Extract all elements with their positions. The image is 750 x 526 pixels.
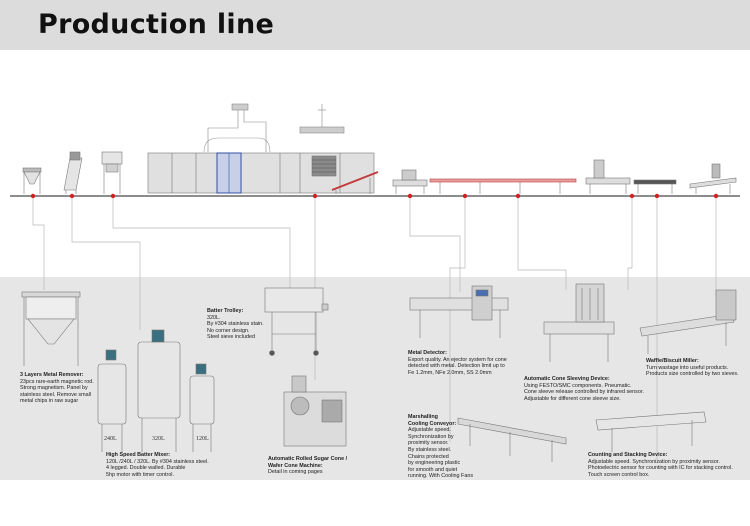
mixer-machine bbox=[63, 151, 83, 194]
tank-label-120l: 120L bbox=[196, 436, 209, 442]
cooling-conveyor-illustration bbox=[457, 417, 567, 462]
mixer-tanks-illustration bbox=[97, 329, 215, 452]
sleeving-device-illustration bbox=[543, 283, 615, 362]
station-markers bbox=[30, 193, 719, 199]
caption-metal-detector: Metal Detector: Export quality. An eject… bbox=[408, 350, 507, 376]
metal-detector-illustration bbox=[409, 285, 509, 338]
connector-metal-remover bbox=[32, 196, 45, 290]
connector-sleeving-device bbox=[517, 196, 567, 290]
connector-cooling-conveyor bbox=[449, 196, 466, 442]
floor-line bbox=[10, 195, 740, 197]
cone-machine-body bbox=[147, 152, 375, 194]
tank-label-320l: 320L bbox=[152, 436, 165, 442]
connector-waffle-miller bbox=[627, 196, 633, 290]
header-bar: Production line bbox=[0, 0, 750, 50]
waffle-miller-machine bbox=[689, 163, 737, 194]
caption-batter-trolley: Batter Trolley: 320L.By #304 stainless s… bbox=[207, 308, 264, 341]
connector-metal-detector bbox=[409, 196, 461, 292]
cooling-conveyor-machine bbox=[429, 178, 577, 194]
metal-remover-illustration bbox=[21, 291, 81, 366]
caption-cooling-conveyor: Marshalling Cooling Conveyor: Adjustable… bbox=[408, 414, 474, 480]
caption-cone-machine: Automatic Rolled Sugar Cone / Wafer Cone… bbox=[268, 456, 348, 476]
batter-tank-machine bbox=[101, 151, 123, 194]
batter-trolley-illustration bbox=[264, 287, 329, 356]
caption-waffle-miller: Waffle/Biscuit Miller: Turn wastage into… bbox=[646, 358, 739, 378]
sleeving-machine bbox=[585, 159, 631, 194]
connector-batter-mixer bbox=[71, 196, 141, 330]
production-line bbox=[10, 103, 740, 197]
caption-counting-device: Counting and Stacking Device: Adjustable… bbox=[588, 452, 733, 478]
page-title: Production line bbox=[38, 9, 275, 40]
metal-detector-machine bbox=[392, 169, 428, 194]
equipment-illustrations bbox=[21, 283, 737, 462]
caption-batter-mixer: High Speed Batter Mixer: 120L /240L / 32… bbox=[106, 452, 209, 478]
incline-conveyor bbox=[331, 171, 379, 194]
caption-metal-remover: 3 Layers Metal Remover: 23pcs rare-earth… bbox=[20, 372, 94, 405]
exhaust-duct bbox=[203, 103, 345, 153]
caption-sleeving-device: Automatic Cone Sleeving Device: Using FE… bbox=[524, 376, 644, 402]
counting-device-illustration bbox=[595, 411, 707, 452]
metal-remover-machine bbox=[22, 167, 42, 194]
connector-batter-trolley bbox=[112, 196, 291, 290]
counting-machine bbox=[633, 179, 677, 194]
cone-machine-illustration bbox=[283, 375, 347, 447]
tank-label-240l: 240L bbox=[104, 436, 117, 442]
waffle-miller-illustration bbox=[639, 289, 737, 354]
